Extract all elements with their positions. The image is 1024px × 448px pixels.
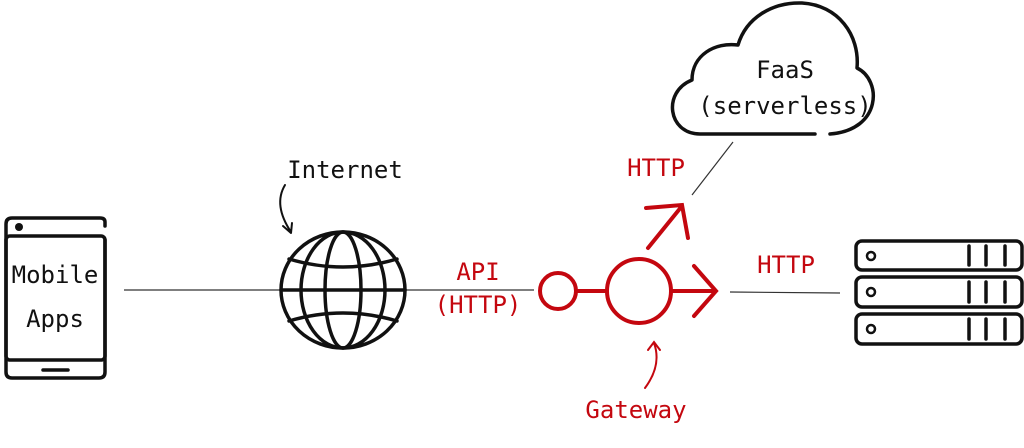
gateway-to-servers-line <box>729 291 841 294</box>
api-label-1: API <box>456 258 499 286</box>
mobile-label-2: Apps <box>26 305 84 333</box>
servers-http-label: HTTP <box>757 251 815 279</box>
api-label-2: (HTTP) <box>435 291 522 319</box>
internet-pointer-arrow-icon <box>279 184 293 234</box>
server-rack-icon <box>854 239 1024 346</box>
smartphone-icon <box>4 216 107 380</box>
gateway-label: Gateway <box>585 396 686 424</box>
faas-arrow-icon <box>644 202 690 250</box>
gateway-pointer-arrow-icon <box>644 340 661 389</box>
faas-http-label: HTTP <box>627 154 685 182</box>
gateway-to-faas-line <box>691 141 734 196</box>
cloud-icon <box>670 1 876 136</box>
faas-label-1: FaaS <box>756 56 814 84</box>
mobile-label-1: Mobile <box>12 261 99 289</box>
internet-label: Internet <box>287 156 403 184</box>
globe-icon <box>279 230 407 350</box>
faas-label-2: (serverless) <box>698 92 871 120</box>
gateway-icon <box>538 202 719 325</box>
